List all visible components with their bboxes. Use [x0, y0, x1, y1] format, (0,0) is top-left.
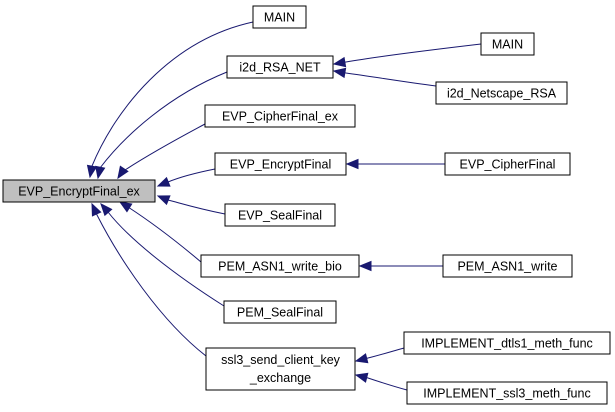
arrowhead [156, 195, 171, 206]
edge-line [167, 199, 226, 215]
arrowhead [332, 67, 347, 79]
arrowhead [345, 158, 359, 170]
node-label: EVP_CipherFinal [460, 158, 556, 172]
node-evp-sealfinal[interactable]: EVP_SealFinal [224, 203, 336, 227]
edge-line [344, 72, 437, 87]
arrowhead [354, 372, 369, 383]
edge-cipherfinal_ex-to-root [117, 123, 206, 180]
node-implement-dtls1-meth-func[interactable]: IMPLEMENT_dtls1_meth_func [403, 331, 611, 355]
edge-main1-to-root [86, 21, 254, 179]
arrowhead [91, 202, 102, 217]
edge-line [167, 168, 216, 183]
node-label: PEM_ASN1_write_bio [218, 260, 342, 274]
edge-ssl3meth-to-ssl3 [354, 372, 408, 391]
arrowhead [358, 260, 372, 272]
node-label: i2d_Netscape_RSA [447, 87, 557, 101]
node-evp-encryptfinal-ex[interactable]: EVP_EncryptFinal_ex [2, 179, 156, 203]
edge-dtls1-to-ssl3 [354, 347, 405, 364]
node-main-right[interactable]: MAIN [480, 32, 535, 56]
node-label: MAIN [492, 38, 523, 52]
node-label: i2d_RSA_NET [239, 61, 321, 75]
node-label: IMPLEMENT_dtls1_meth_func [421, 337, 593, 351]
node-label-line1: ssl3_send_client_key [221, 353, 341, 367]
arrowhead [354, 353, 369, 364]
arrowhead [95, 165, 106, 180]
node-evp-cipherfinal-ex[interactable]: EVP_CipherFinal_ex [204, 104, 356, 128]
edge-i2d-to-root [95, 71, 228, 180]
node-evp-encryptfinal[interactable]: EVP_EncryptFinal [214, 152, 347, 176]
node-pem-asn1-write-bio[interactable]: PEM_ASN1_write_bio [200, 254, 360, 278]
edge-sealfinal-to-root [156, 195, 226, 215]
edge-pemasn1-to-pemasn1bio [358, 260, 443, 272]
node-i2d-netscape-rsa[interactable]: i2d_Netscape_RSA [435, 81, 568, 105]
node-label: PEM_ASN1_write [457, 260, 557, 274]
edge-line [127, 206, 202, 263]
edge-line [366, 347, 405, 359]
edge-encryptfinal-to-root [156, 168, 216, 187]
arrowhead [332, 56, 347, 68]
edge-ssl3-to-root [91, 202, 207, 357]
edges-layer [86, 21, 482, 391]
node-implement-ssl3-meth-func[interactable]: IMPLEMENT_ssl3_meth_func [406, 381, 608, 405]
node-label: MAIN [264, 11, 295, 25]
node-label: EVP_EncryptFinal [230, 158, 331, 172]
edge-line [96, 213, 207, 357]
edge-line [107, 211, 225, 307]
edge-i2dnetscape-to-i2d [332, 67, 437, 87]
arrowhead [156, 176, 171, 187]
node-evp-cipherfinal[interactable]: EVP_CipherFinal [444, 152, 571, 176]
node-pem-asn1-write[interactable]: PEM_ASN1_write [442, 254, 573, 278]
edge-line [91, 21, 254, 167]
node-pem-sealfinal[interactable]: PEM_SealFinal [223, 300, 337, 324]
node-label: EVP_EncryptFinal_ex [18, 185, 140, 199]
node-label-line2: _exchange [249, 371, 311, 385]
arrowhead [117, 165, 129, 180]
node-ssl3-send-client-key-exchange[interactable]: ssl3_send_client_key _exchange [205, 347, 356, 391]
arrowhead [118, 201, 133, 213]
edge-main2-to-i2d [332, 43, 482, 68]
arrowhead [100, 203, 113, 217]
node-label: PEM_SealFinal [237, 306, 323, 320]
edge-pemseal-to-root [100, 203, 225, 307]
edge-line [99, 71, 228, 169]
node-label: EVP_SealFinal [238, 209, 322, 223]
node-main-top[interactable]: MAIN [252, 5, 307, 29]
node-i2d-rsa-net[interactable]: i2d_RSA_NET [226, 55, 334, 79]
edge-cipherfinal-to-encryptfinal [345, 158, 445, 170]
arrowhead [86, 164, 98, 179]
edge-line [366, 377, 408, 391]
edge-pemasn1bio-to-root [118, 201, 202, 263]
edge-line [344, 43, 482, 63]
node-label: IMPLEMENT_ssl3_meth_func [423, 387, 590, 401]
node-label: EVP_CipherFinal_ex [222, 110, 339, 124]
